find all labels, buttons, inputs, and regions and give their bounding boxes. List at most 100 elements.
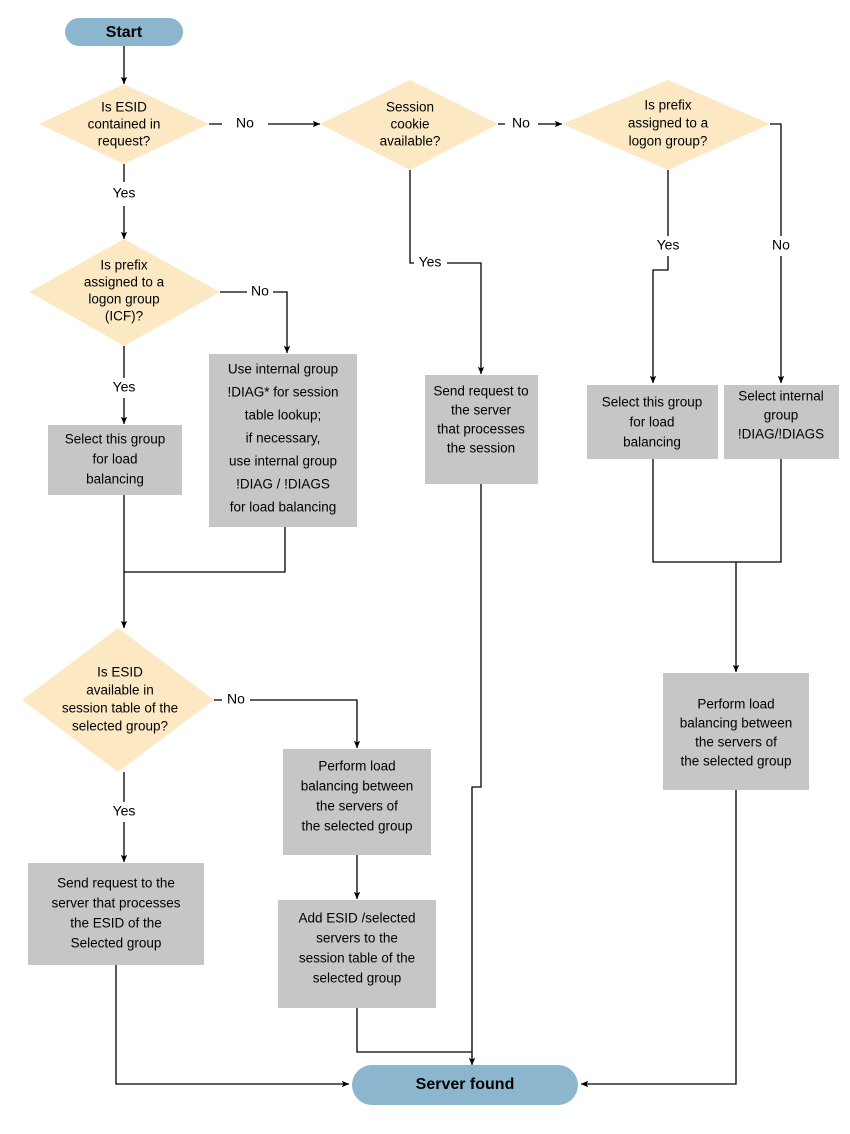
- use-internal-group-line-6: !DIAG / !DIAGS: [236, 477, 330, 492]
- node-start[interactable]: Start: [65, 18, 183, 46]
- perform-lb-right-shape: [663, 673, 809, 790]
- prefix-logon-group-shape: [562, 80, 770, 170]
- node-process-select-internal-group[interactable]: Select internal group !DIAG/!DIAGS: [724, 385, 839, 459]
- send-request-session-line-3: that processes: [437, 422, 525, 437]
- use-internal-group-line-1: Use internal group: [228, 362, 338, 377]
- send-request-session-shape: [425, 375, 538, 484]
- send-request-session-line-2: the server: [451, 403, 512, 418]
- use-internal-group-shape: [209, 354, 357, 527]
- send-request-esid-line-3: the ESID of the: [70, 916, 162, 931]
- node-process-send-request-esid[interactable]: Send request to the server that processe…: [28, 863, 204, 965]
- node-process-add-esid[interactable]: Add ESID /selected servers to the sessio…: [278, 900, 436, 1008]
- session-cookie-line-2: cookie: [390, 117, 429, 132]
- edge-label-session-cookie-no: No: [512, 115, 530, 131]
- edge-label-session-cookie-yes: Yes: [419, 254, 442, 270]
- prefix-logon-icf-line-1: Is prefix: [100, 258, 148, 273]
- node-decision-prefix-logon-icf[interactable]: Is prefix assigned to a logon group (ICF…: [29, 239, 220, 346]
- edge-label-prefix-logon-yes: Yes: [657, 237, 680, 253]
- use-internal-group-line-7: for load balancing: [230, 500, 337, 515]
- prefix-logon-group-line-3: logon group?: [629, 134, 708, 149]
- add-esid-line-4: selected group: [313, 971, 402, 986]
- node-process-use-internal-group[interactable]: Use internal group !DIAG* for session ta…: [209, 354, 357, 527]
- esid-in-request-line-2: contained in: [88, 117, 161, 132]
- perform-lb-mid-line-4: the selected group: [301, 819, 412, 834]
- prefix-logon-group-line-1: Is prefix: [644, 98, 692, 113]
- esid-in-request-line-3: request?: [98, 134, 151, 149]
- perform-lb-mid-line-2: balancing between: [301, 779, 414, 794]
- prefix-logon-icf-line-2: assigned to a: [84, 275, 165, 290]
- session-cookie-shape: [320, 80, 498, 170]
- perform-lb-mid-shape: [283, 749, 431, 855]
- connector-send-request-esid-to-end: [115, 965, 350, 1088]
- edge-label-prefix-icf-yes: Yes: [113, 379, 136, 395]
- connector-perform-lb-right-to-end: [580, 790, 737, 1088]
- perform-lb-mid-line-1: Perform load: [318, 759, 395, 774]
- select-group-left-line-1: Select this group: [65, 432, 166, 447]
- edge-label-prefix-logon-no: No: [772, 237, 790, 253]
- prefix-logon-group-line-2: assigned to a: [628, 116, 709, 131]
- send-request-session-line-1: Send request to: [433, 384, 528, 399]
- start-label: Start: [106, 24, 143, 41]
- send-request-esid-line-4: Selected group: [71, 936, 162, 951]
- server-found-shape: [352, 1065, 578, 1105]
- use-internal-group-line-5: use internal group: [229, 454, 337, 469]
- select-internal-group-line-3: !DIAG/!DIAGS: [738, 427, 824, 442]
- select-group-right-line-1: Select this group: [602, 395, 703, 410]
- edge-label-esid-table-no: No: [227, 691, 245, 707]
- send-request-esid-line-2: server that processes: [51, 896, 180, 911]
- add-esid-line-1: Add ESID /selected: [298, 911, 415, 926]
- select-internal-group-line-2: group: [764, 408, 799, 423]
- connector-use-internal-group-down: [124, 527, 286, 573]
- perform-lb-right-line-2: balancing between: [680, 716, 793, 731]
- add-esid-line-2: servers to the: [316, 931, 398, 946]
- connector-right-internal-merge: [736, 459, 782, 563]
- connector-session-cookie-yes: [409, 170, 481, 374]
- connector-right-group-merge: [652, 459, 736, 563]
- esid-session-table-shape: [22, 628, 214, 772]
- node-process-select-group-left[interactable]: Select this group for load balancing: [48, 425, 182, 495]
- edge-label-esid-table-yes: Yes: [113, 803, 136, 819]
- esid-session-table-line-1: Is ESID: [97, 665, 143, 680]
- select-group-left-line-2: for load: [92, 452, 137, 467]
- node-decision-esid-in-request[interactable]: Is ESID contained in request?: [39, 84, 209, 164]
- edge-labels: No Yes No Yes Yes No No Yes No Yes: [113, 115, 791, 819]
- edge-label-esid-request-no: No: [236, 115, 254, 131]
- esid-in-request-line-1: Is ESID: [101, 100, 147, 115]
- connector-add-esid-to-end: [356, 1008, 472, 1053]
- connector-send-request-session-to-end: [468, 484, 482, 1066]
- use-internal-group-line-2: !DIAG* for session: [227, 385, 338, 400]
- node-process-perform-lb-mid[interactable]: Perform load balancing between the serve…: [283, 749, 431, 855]
- select-group-right-line-2: for load: [629, 415, 674, 430]
- select-group-left-shape: [48, 425, 182, 495]
- esid-in-request-shape: [39, 84, 209, 164]
- connector-esid-table-no: [214, 699, 357, 748]
- send-request-esid-line-1: Send request to the: [57, 876, 175, 891]
- select-internal-group-shape: [724, 385, 839, 459]
- esid-session-table-line-4: selected group?: [72, 719, 168, 734]
- send-request-esid-shape: [28, 863, 204, 965]
- node-decision-session-cookie[interactable]: Session cookie available?: [320, 80, 498, 170]
- prefix-logon-icf-shape: [29, 239, 220, 346]
- node-process-send-request-session[interactable]: Send request to the server that processe…: [425, 375, 538, 484]
- node-process-select-group-right[interactable]: Select this group for load balancing: [587, 385, 718, 459]
- select-group-left-line-3: balancing: [86, 472, 144, 487]
- prefix-logon-icf-line-3: logon group: [88, 292, 159, 307]
- perform-lb-right-line-1: Perform load: [697, 697, 774, 712]
- connectors: [115, 45, 782, 1088]
- esid-session-table-line-3: session table of the: [62, 701, 178, 716]
- add-esid-line-3: session table of the: [299, 951, 415, 966]
- edge-label-prefix-icf-no: No: [251, 283, 269, 299]
- node-process-perform-lb-right[interactable]: Perform load balancing between the serve…: [663, 673, 809, 790]
- start-shape: [65, 18, 183, 46]
- add-esid-shape: [278, 900, 436, 1008]
- send-request-session-line-4: the session: [447, 441, 515, 456]
- connector-prefix-logon-yes: [653, 170, 669, 383]
- select-group-right-shape: [587, 385, 718, 459]
- node-end-server-found[interactable]: Server found: [352, 1065, 578, 1105]
- node-decision-esid-in-session-table[interactable]: Is ESID available in session table of th…: [22, 628, 214, 772]
- node-decision-prefix-logon-group[interactable]: Is prefix assigned to a logon group?: [562, 80, 770, 170]
- session-cookie-line-1: Session: [386, 100, 434, 115]
- select-internal-group-line-1: Select internal: [738, 389, 824, 404]
- connector-prefix-icf-no: [220, 291, 287, 353]
